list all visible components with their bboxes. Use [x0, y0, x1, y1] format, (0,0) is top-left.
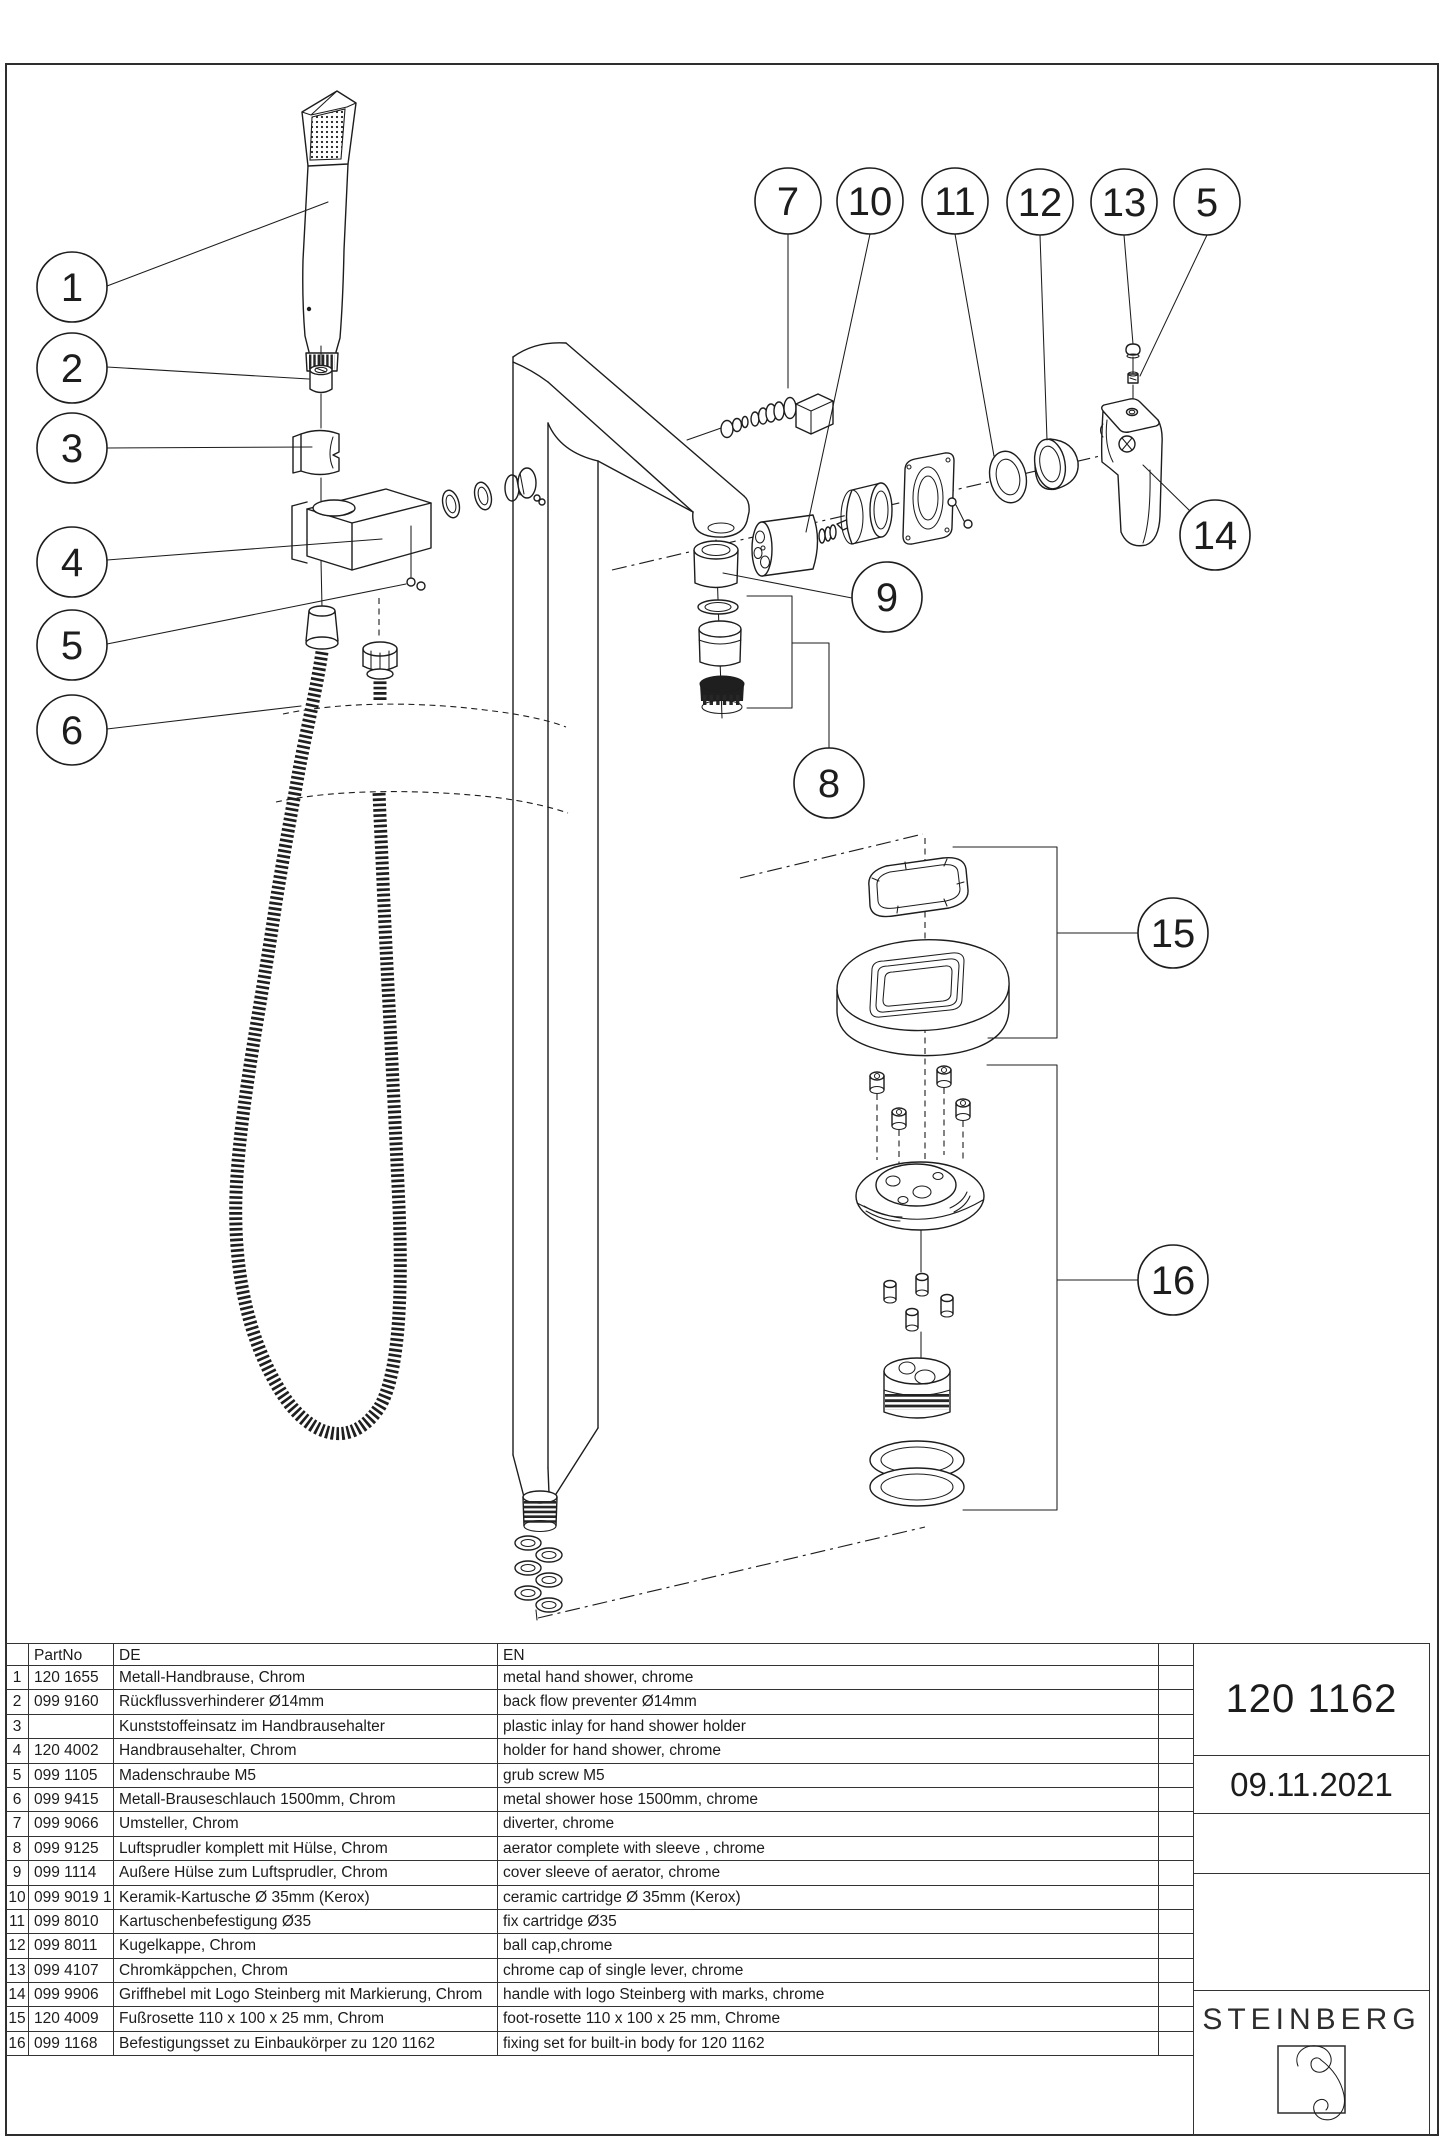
cell-partno: 120 4002 [29, 1739, 114, 1764]
cell-partno: 099 4107 [29, 1958, 114, 1984]
cell-spare [1159, 1690, 1194, 1715]
cell-spare [1159, 1958, 1194, 1984]
cell-no: 11 [6, 1909, 29, 1935]
cell-no: 13 [6, 1958, 29, 1984]
cell-en: diverter, chrome [498, 1812, 1159, 1837]
cell-de: Luftsprudler komplett mit Hülse, Chrom [114, 1836, 498, 1862]
cell-no: 14 [6, 1983, 29, 2008]
cell-no: 3 [6, 1714, 29, 1740]
cell-de: Rückflussverhinderer Ø14mm [114, 1690, 498, 1715]
cell-no: 16 [6, 2031, 29, 2057]
header-spare [1159, 1644, 1194, 1666]
cell-spare [1159, 1861, 1194, 1886]
cell-partno: 099 9415 [29, 1787, 114, 1813]
article-number: 120 1162 [1225, 1677, 1398, 1721]
cell-partno: 120 1655 [29, 1666, 114, 1691]
cell-no: 9 [6, 1861, 29, 1886]
cell-en: plastic inlay for hand shower holder [498, 1714, 1159, 1740]
cell-partno: 099 9160 [29, 1690, 114, 1715]
cell-spare [1159, 1739, 1194, 1764]
cell-partno: 099 9906 [29, 1983, 114, 2008]
cell-no: 15 [6, 2007, 29, 2032]
cell-partno: 099 1114 [29, 1861, 114, 1886]
cell-no: 10 [6, 1885, 29, 1910]
cell-de: Keramik-Kartusche Ø 35mm (Kerox) [114, 1885, 498, 1910]
cell-no: 1 [6, 1666, 29, 1691]
cell-partno [29, 1714, 114, 1740]
cell-spare [1159, 1763, 1194, 1788]
cell-no: 8 [6, 1836, 29, 1862]
cell-en: holder for hand shower, chrome [498, 1739, 1159, 1764]
sheet-date: 09.11.2021 [1230, 1765, 1393, 1803]
header-partno: PartNo [29, 1644, 114, 1666]
cell-de: Madenschraube M5 [114, 1763, 498, 1788]
brand-cell: STEINBERG [1193, 1990, 1430, 2136]
cell-spare [1159, 1714, 1194, 1740]
cell-en: chrome cap of single lever, chrome [498, 1958, 1159, 1984]
empty-cell-2 [1193, 1873, 1430, 1991]
cell-spare [1159, 1812, 1194, 1837]
empty-cell-1 [1193, 1813, 1430, 1874]
cell-partno: 099 9066 [29, 1812, 114, 1837]
cell-en: fixing set for built-in body for 120 116… [498, 2031, 1159, 2057]
cell-no: 7 [6, 1812, 29, 1837]
header-no [6, 1644, 29, 1666]
cell-de: Befestigungsset zu Einbaukörper zu 120 1… [114, 2031, 498, 2057]
cell-de: Fußrosette 110 x 100 x 25 mm, Chrom [114, 2007, 498, 2032]
date-cell: 09.11.2021 [1193, 1755, 1430, 1814]
brand-wordmark: STEINBERG [1202, 2003, 1421, 2036]
cell-spare [1159, 1909, 1194, 1935]
cell-spare [1159, 1885, 1194, 1910]
cell-en: ball cap,chrome [498, 1934, 1159, 1959]
cell-partno: 099 9019 1 [29, 1885, 114, 1910]
cell-partno: 120 4009 [29, 2007, 114, 2032]
cell-de: Kartuschenbefestigung Ø35 [114, 1909, 498, 1935]
cell-en: aerator complete with sleeve , chrome [498, 1836, 1159, 1862]
cell-no: 12 [6, 1934, 29, 1959]
cell-de: Außere Hülse zum Luftsprudler, Chrom [114, 1861, 498, 1886]
cell-de: Griffhebel mit Logo Steinberg mit Markie… [114, 1983, 498, 2008]
cell-partno: 099 8011 [29, 1934, 114, 1959]
cell-de: Chromkäppchen, Chrom [114, 1958, 498, 1984]
cell-spare [1159, 2031, 1194, 2057]
header-de: DE [114, 1644, 498, 1666]
article-number-cell: 120 1162 [1193, 1643, 1430, 1756]
cell-spare [1159, 1666, 1194, 1691]
cell-no: 2 [6, 1690, 29, 1715]
cell-en: metal hand shower, chrome [498, 1666, 1159, 1691]
cell-spare [1159, 1787, 1194, 1813]
cell-en: cover sleeve of aerator, chrome [498, 1861, 1159, 1886]
parts-table: PartNo DE EN 1 120 1655 Metall-Handbraus… [5, 1643, 1194, 2057]
cell-en: grub screw M5 [498, 1763, 1159, 1788]
cell-spare [1159, 1836, 1194, 1862]
cell-no: 6 [6, 1787, 29, 1813]
cell-partno: 099 1168 [29, 2031, 114, 2057]
cell-partno: 099 1105 [29, 1763, 114, 1788]
cell-en: fix cartridge Ø35 [498, 1909, 1159, 1935]
cell-de: Kugelkappe, Chrom [114, 1934, 498, 1959]
cell-no: 4 [6, 1739, 29, 1764]
cell-spare [1159, 1934, 1194, 1959]
cell-spare [1159, 2007, 1194, 2032]
cell-de: Kunststoffeinsatz im Handbrausehalter [114, 1714, 498, 1740]
cell-partno: 099 9125 [29, 1836, 114, 1862]
cell-en: handle with logo Steinberg with marks, c… [498, 1983, 1159, 2008]
cell-de: Handbrausehalter, Chrom [114, 1739, 498, 1764]
cell-en: metal shower hose 1500mm, chrome [498, 1787, 1159, 1813]
cell-de: Metall-Handbrause, Chrom [114, 1666, 498, 1691]
cell-de: Metall-Brauseschlauch 1500mm, Chrom [114, 1787, 498, 1813]
drawing-frame [5, 63, 1439, 2136]
cell-en: back flow preventer Ø14mm [498, 1690, 1159, 1715]
cell-partno: 099 8010 [29, 1909, 114, 1935]
header-en: EN [498, 1644, 1159, 1666]
cell-spare [1159, 1983, 1194, 2008]
cell-no: 5 [6, 1763, 29, 1788]
cell-en: foot-rosette 110 x 100 x 25 mm, Chrome [498, 2007, 1159, 2032]
cell-en: ceramic cartridge Ø 35mm (Kerox) [498, 1885, 1159, 1910]
cell-de: Umsteller, Chrom [114, 1812, 498, 1837]
